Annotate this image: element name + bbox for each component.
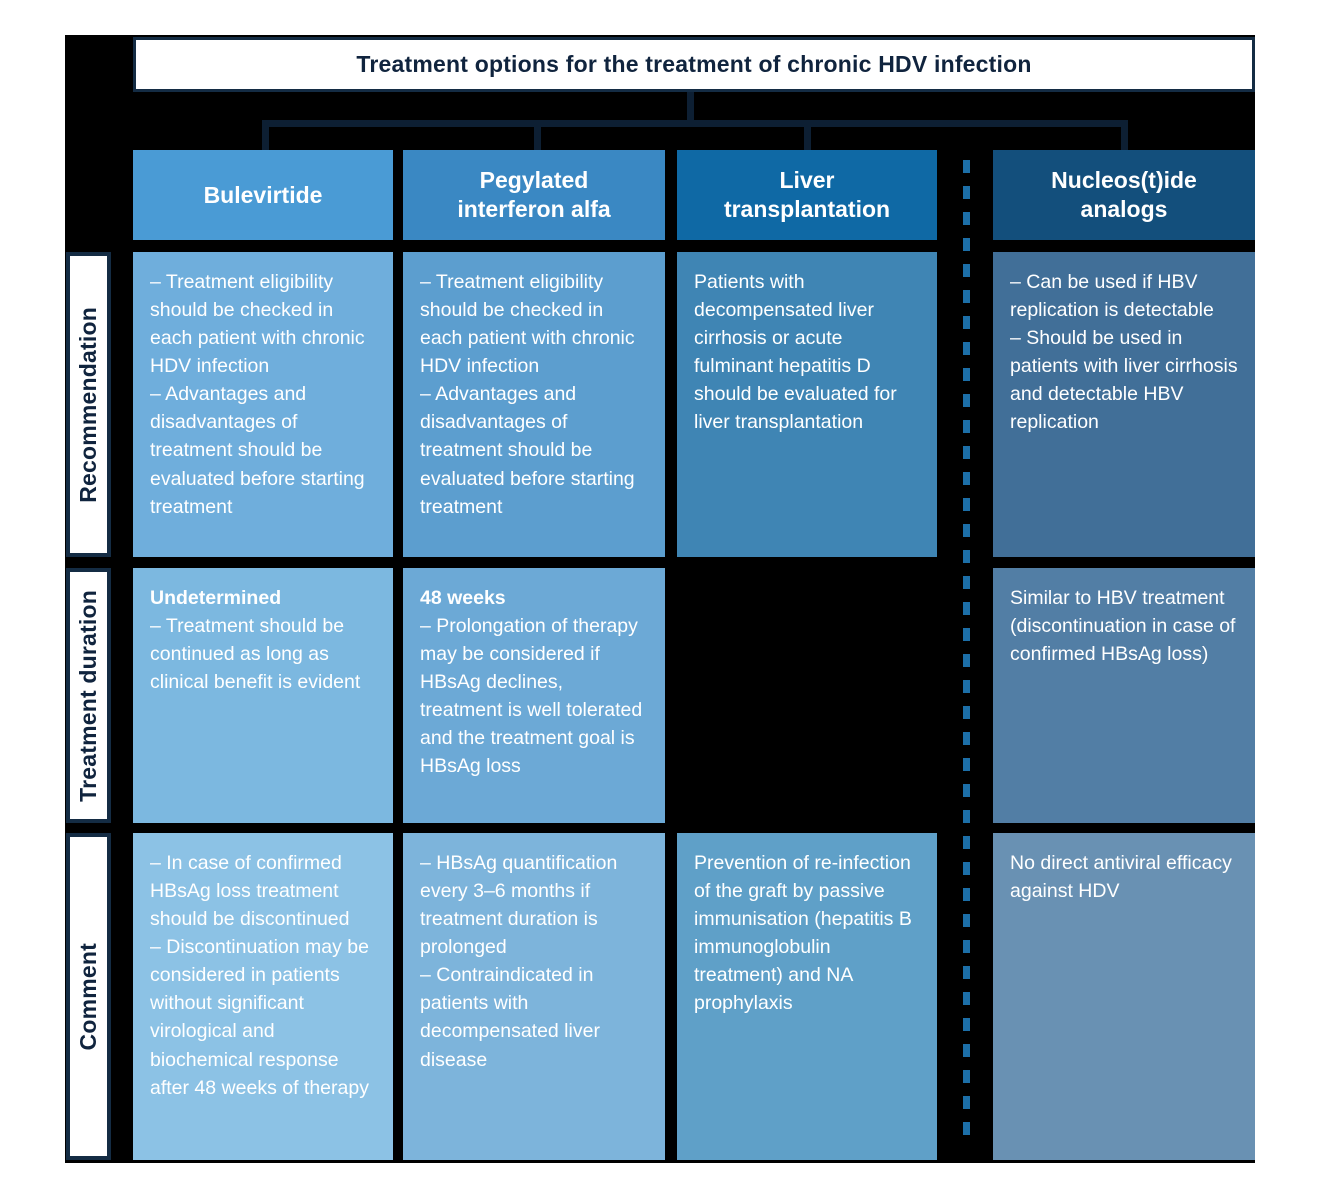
cell-nucleoside-analogs-recommendation: – Can be used if HBV replication is dete… (993, 252, 1255, 557)
figure-title: Treatment options for the treatment of c… (356, 51, 1032, 77)
cell-bulevirtide-duration: Undetermined – Treatment should be conti… (133, 568, 393, 823)
connector-drop-liver-tx (804, 120, 811, 150)
row-label-comment: Comment (66, 833, 111, 1160)
cell-bulevirtide-recommendation-text: – Treatment eligibility should be checke… (150, 271, 365, 518)
row-label-treatment-duration-text: Treatment duration (75, 589, 101, 802)
column-header-bulevirtide-label: Bulevirtide (203, 181, 323, 208)
cell-bulevirtide-duration-lead: Undetermined (150, 587, 282, 609)
row-label-recommendation: Recommendation (66, 252, 111, 557)
column-header-peg-interferon-label: Pegylated interferon alfa (457, 167, 611, 222)
connector-drop-bulevirtide (262, 120, 269, 150)
row-label-recommendation-text: Recommendation (75, 306, 101, 503)
column-header-nucleoside-analogs-label: Nucleos(t)ide analogs (1051, 167, 1197, 222)
cell-bulevirtide-comment: – In case of confirmed HBsAg loss treatm… (133, 833, 393, 1160)
cell-nucleoside-analogs-comment: No direct antiviral efficacy against HDV (993, 833, 1255, 1160)
cell-peg-interferon-comment: – HBsAg quantification every 3–6 months … (403, 833, 665, 1160)
column-header-liver-transplantation: Liver transplantation (677, 150, 937, 240)
connector-drop-peg-ifn (534, 120, 541, 150)
cell-nucleoside-analogs-recommendation-text: – Can be used if HBV replication is dete… (1010, 271, 1238, 434)
column-header-nucleoside-analogs: Nucleos(t)ide analogs (993, 150, 1255, 240)
figure-title-box: Treatment options for the treatment of c… (133, 37, 1255, 92)
cell-liver-transplantation-comment: Prevention of re-infection of the graft … (677, 833, 937, 1160)
cell-peg-interferon-comment-text: – HBsAg quantification every 3–6 months … (420, 852, 618, 1071)
cell-liver-transplantation-recommendation: Patients with decompensated liver cirrho… (677, 252, 937, 557)
row-label-comment-text: Comment (75, 942, 101, 1051)
column-header-liver-transplantation-label: Liver transplantation (723, 167, 891, 222)
connector-drop-na (1121, 120, 1128, 150)
cell-peg-interferon-recommendation-text: – Treatment eligibility should be checke… (420, 271, 635, 518)
cell-nucleoside-analogs-duration: Similar to HBV treatment (discontinuatio… (993, 568, 1255, 823)
cell-liver-transplantation-comment-text: Prevention of re-infection of the graft … (694, 852, 912, 1015)
cell-bulevirtide-duration-text: – Treatment should be continued as long … (150, 615, 361, 694)
figure-board: Treatment options for the treatment of c… (65, 35, 1255, 1163)
cell-bulevirtide-recommendation: – Treatment eligibility should be checke… (133, 252, 393, 557)
cell-peg-interferon-recommendation: – Treatment eligibility should be checke… (403, 252, 665, 557)
connector-title-stub (687, 92, 694, 123)
cell-bulevirtide-comment-text: – In case of confirmed HBsAg loss treatm… (150, 852, 369, 1099)
cell-nucleoside-analogs-duration-text: Similar to HBV treatment (discontinuatio… (1010, 587, 1236, 666)
dashed-divider (963, 160, 970, 1142)
cell-peg-interferon-duration-lead: 48 weeks (420, 587, 506, 609)
cell-peg-interferon-duration-text: – Prolongation of therapy may be conside… (420, 615, 643, 778)
column-header-peg-interferon: Pegylated interferon alfa (403, 150, 665, 240)
column-header-bulevirtide: Bulevirtide (133, 150, 393, 240)
cell-peg-interferon-duration: 48 weeks – Prolongation of therapy may b… (403, 568, 665, 823)
cell-liver-transplantation-recommendation-text: Patients with decompensated liver cirrho… (694, 271, 897, 434)
cell-nucleoside-analogs-comment-text: No direct antiviral efficacy against HDV (1010, 852, 1232, 903)
connector-horizontal-bar (262, 120, 1128, 127)
row-label-treatment-duration: Treatment duration (66, 568, 111, 823)
